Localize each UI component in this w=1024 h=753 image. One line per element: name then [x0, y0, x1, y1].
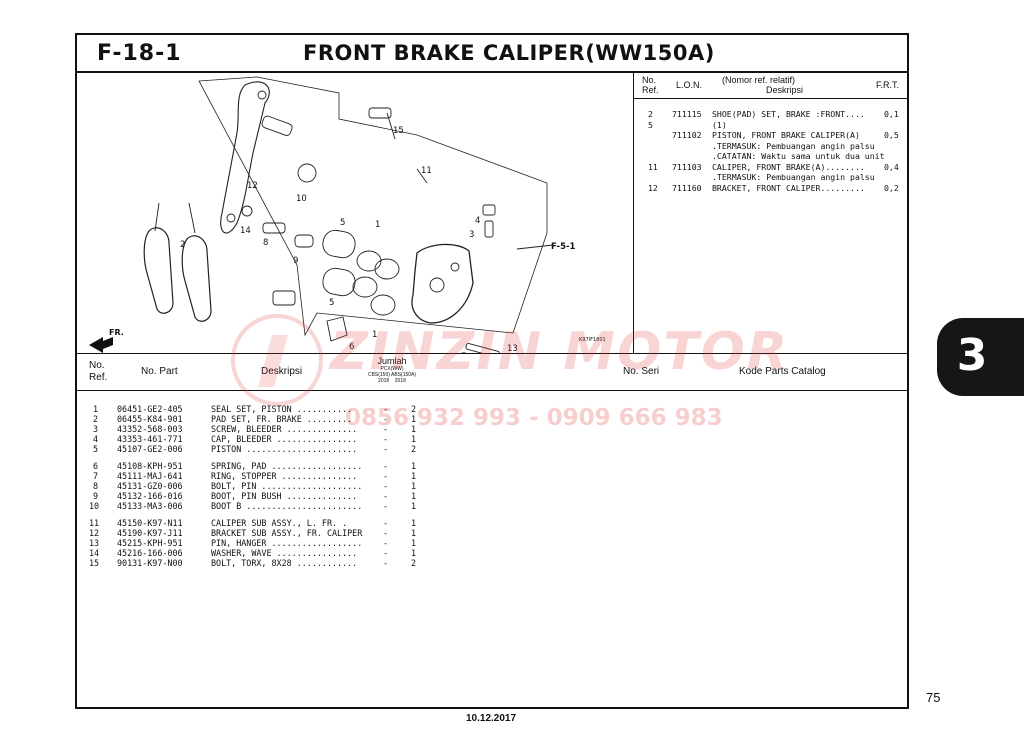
ref-col-ref: Ref. — [642, 85, 659, 95]
callout-14: 14 — [240, 226, 251, 236]
callout-9: 9 — [293, 256, 298, 266]
callout-15-top: 15 — [393, 126, 404, 136]
catalog-frame: F-18-1 FRONT BRAKE CALIPER(WW150A) — [75, 33, 909, 709]
figure-code: F-18-1 — [97, 41, 182, 66]
print-date: 10.12.2017 — [466, 713, 517, 724]
parts-col-seri: No. Seri — [623, 366, 660, 377]
watermark-phone: 0856 932 993 - 0909 666 983 — [345, 405, 723, 431]
callout-11: 11 — [421, 166, 432, 176]
callout-5-top: 5 — [340, 218, 345, 228]
ref-col-lon: L.O.N. — [676, 80, 703, 90]
section-tab: 3 — [937, 318, 1024, 396]
parts-col-jumlah: Jumlah PCX(WW) CBS(150) ABS(150A) 2018 2… — [352, 354, 432, 390]
watermark-brand: ZINZIN MOTOR — [330, 322, 789, 382]
front-arrow-icon: FR. — [89, 328, 124, 353]
parts-table-header: No. Ref. No. Part Deskripsi Jumlah PCX(W… — [77, 353, 907, 391]
jumlah-col-b: ABS(150A) — [391, 372, 417, 378]
parts-col-deskripsi: Deskripsi — [261, 366, 303, 377]
parts-col-kode: Kode Parts Catalog — [739, 366, 826, 377]
callout-4: 4 — [475, 216, 480, 226]
ref-col-deskripsi: Deskripsi — [766, 85, 804, 95]
ref-table-header: No. Ref. L.O.N. (Nomor ref. relatif) Des… — [634, 73, 908, 99]
parts-col-no: No. — [89, 360, 105, 371]
section-number: 3 — [956, 330, 988, 381]
ref-row: .TERMASUK: Pembuangan angin palsu — [712, 140, 875, 151]
front-label: FR. — [109, 328, 124, 337]
ref-col-no: No. — [642, 75, 657, 85]
callout-3: 3 — [469, 230, 474, 240]
jumlah-year-b: 2018 — [394, 378, 406, 384]
callout-12: 12 — [247, 181, 258, 191]
ref-col-nomor: (Nomor ref. relatif) — [722, 75, 796, 85]
figure-header: F-18-1 FRONT BRAKE CALIPER(WW150A) — [77, 35, 907, 73]
watermark-logo-icon — [231, 314, 323, 406]
callout-6: 6 — [349, 342, 354, 352]
callout-8: 8 — [263, 238, 268, 248]
diagram-drawing: 15 11 12 10 14 8 9 5 1 4 3 2 5 1 6 15 7 … — [89, 76, 606, 353]
parts-col-part: No. Part — [141, 366, 178, 377]
callout-1-bottom: 1 — [372, 330, 377, 340]
ref-row: .CATATAN: Waktu sama untuk dua unit — [712, 151, 885, 161]
callout-13: 13 — [507, 344, 518, 353]
ref-panel: No. Ref. L.O.N. (Nomor ref. relatif) Des… — [633, 73, 908, 353]
jumlah-year-a: 2018 — [378, 378, 390, 384]
jumlah-label: Jumlah — [377, 356, 407, 366]
image-code: K97IF1801 — [579, 337, 606, 343]
callout-10: 10 — [296, 194, 307, 204]
exploded-diagram: 15 11 12 10 14 8 9 5 1 4 3 2 5 1 6 15 7 … — [77, 73, 633, 353]
ref-row: .TERMASUK: Pembuangan angin palsu — [712, 172, 875, 182]
ref-row: 5(1) — [648, 119, 727, 130]
ref-label: F-5-1 — [551, 242, 576, 252]
jumlah-model: PCX(WW) — [380, 366, 404, 372]
parts-col-ref: Ref. — [89, 372, 108, 383]
callout-5-bottom: 5 — [329, 298, 334, 308]
callout-7: 7 — [461, 352, 466, 353]
callout-2: 2 — [180, 240, 185, 250]
figure-title: FRONT BRAKE CALIPER(WW150A) — [303, 41, 715, 65]
jumlah-col-a: CBS(150) — [367, 372, 390, 378]
callout-1-top: 1 — [375, 220, 380, 230]
ref-col-frt: F.R.T. — [876, 80, 900, 90]
page-number: 75 — [926, 690, 941, 705]
